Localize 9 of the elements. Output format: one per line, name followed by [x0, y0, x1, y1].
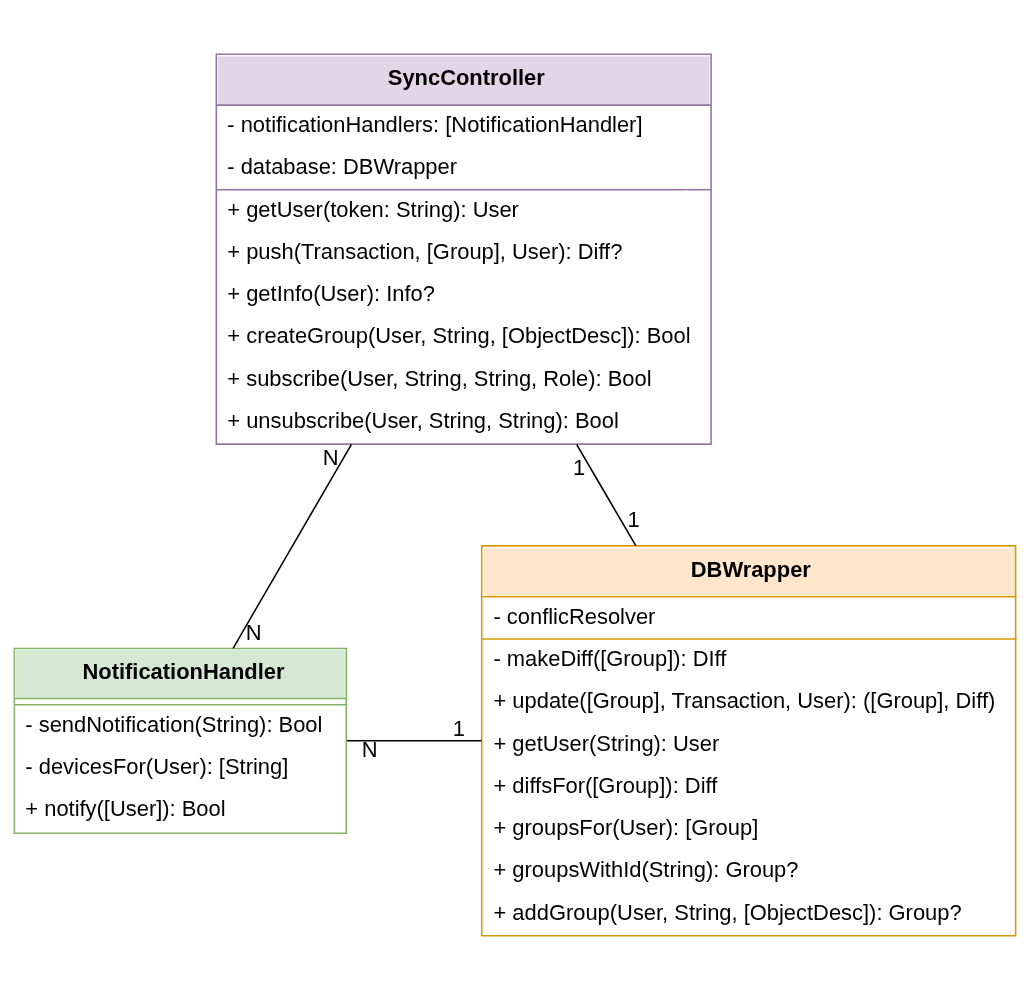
label: N: [361, 736, 378, 762]
connector: [575, 443, 637, 546]
label: N: [322, 444, 339, 470]
label: N: [245, 619, 262, 645]
connector: [232, 443, 353, 649]
label: 1: [452, 715, 465, 741]
label: 1: [572, 454, 586, 480]
label: 1: [627, 506, 640, 532]
connector: [346, 739, 483, 742]
